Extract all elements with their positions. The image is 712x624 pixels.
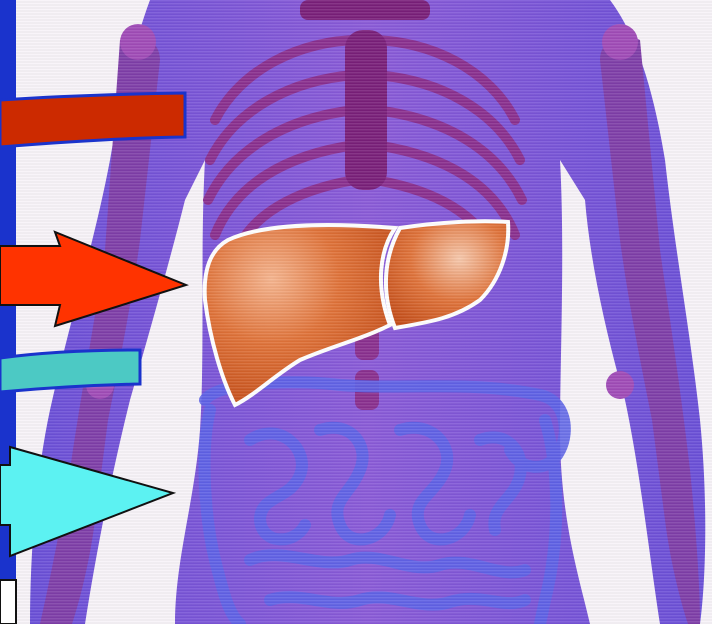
arrow-white-stub <box>0 580 16 624</box>
arrow-orange-pointer <box>0 232 186 326</box>
arrow-cyan-pointer <box>0 447 173 556</box>
arrow-teal-bar <box>0 350 140 392</box>
arrow-red-bar-top <box>0 93 185 147</box>
